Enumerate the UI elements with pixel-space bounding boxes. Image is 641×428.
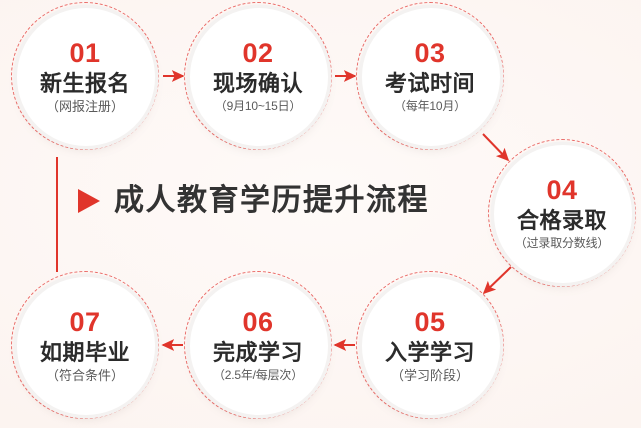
connector-03-04	[482, 133, 510, 162]
node-disc	[17, 8, 155, 146]
step-subtitle: （过录取分数线）	[514, 236, 610, 250]
step-subtitle: （9月10~15日）	[214, 99, 302, 113]
step-number: 04	[546, 175, 578, 205]
step-title: 如期毕业	[39, 339, 130, 365]
step-node-05[interactable]: 05 入学学习 （学习阶段）	[356, 271, 504, 419]
step-subtitle: （2.5年/每层次）	[212, 368, 304, 382]
step-title: 新生报名	[39, 70, 130, 96]
step-number: 01	[69, 37, 101, 68]
step-subtitle: （每年10月）	[394, 99, 466, 113]
step-number: 06	[242, 307, 274, 337]
step-number: 05	[414, 306, 446, 337]
headline-text: 成人教育学历提升流程	[114, 184, 429, 217]
node-disc	[190, 277, 328, 415]
step-node-07[interactable]: 07 如期毕业 （符合条件）	[11, 271, 159, 419]
node-disc	[362, 277, 500, 415]
node-content: 07 如期毕业 （符合条件）	[19, 306, 151, 383]
step-title: 考试时间	[384, 71, 475, 96]
step-subtitle: （符合条件）	[45, 367, 124, 383]
node-disc	[17, 277, 155, 415]
node-content: 05 入学学习 （学习阶段）	[364, 306, 496, 383]
connector-04-05	[482, 266, 512, 295]
node-content: 06 完成学习 （2.5年/每层次）	[192, 307, 324, 382]
node-disc	[494, 145, 632, 283]
node-disc	[362, 8, 500, 146]
step-number: 07	[69, 306, 101, 337]
step-number: 02	[242, 38, 274, 68]
step-node-04[interactable]: 04 合格录取 （过录取分数线）	[488, 139, 636, 287]
step-node-03[interactable]: 03 考试时间 （每年10月）	[356, 2, 504, 150]
step-subtitle: （网报注册）	[45, 98, 124, 114]
step-number: 03	[414, 38, 446, 68]
node-disc	[190, 8, 328, 146]
step-node-06[interactable]: 06 完成学习 （2.5年/每层次）	[184, 271, 332, 419]
step-title: 现场确认	[212, 71, 303, 96]
step-node-02[interactable]: 02 现场确认 （9月10~15日）	[184, 2, 332, 150]
step-subtitle: （学习阶段）	[390, 367, 469, 383]
node-content: 04 合格录取 （过录取分数线）	[496, 175, 628, 250]
step-node-01[interactable]: 01 新生报名 （网报注册）	[11, 2, 159, 150]
step-title: 完成学习	[212, 340, 303, 365]
node-content: 01 新生报名 （网报注册）	[19, 37, 151, 114]
headline: 成人教育学历提升流程	[78, 186, 429, 216]
node-content: 03 考试时间 （每年10月）	[364, 38, 496, 113]
play-triangle-icon	[78, 189, 100, 213]
step-title: 入学学习	[384, 339, 475, 365]
step-title: 合格录取	[516, 208, 607, 233]
node-content: 02 现场确认 （9月10~15日）	[192, 38, 324, 113]
